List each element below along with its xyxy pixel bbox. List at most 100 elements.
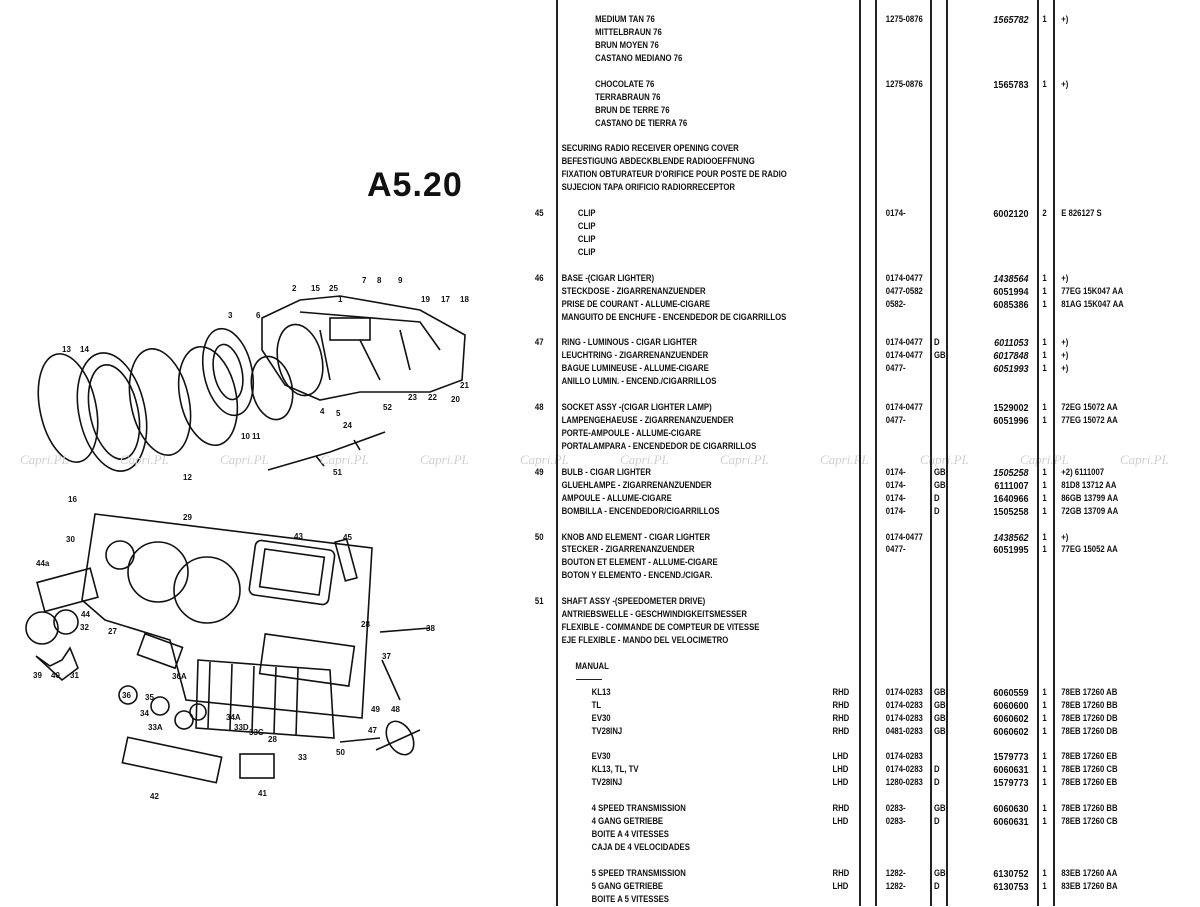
- callout-number: 44: [81, 610, 90, 619]
- cell-years: 0477-: [885, 544, 906, 555]
- callout-number: 12: [183, 473, 192, 482]
- column-divider: [946, 0, 948, 906]
- gauge: [212, 343, 244, 401]
- cell-desc: GLUEHLAMPE - ZIGARRENANZUENDER: [561, 479, 712, 490]
- cell-desc: BOUTON ET ELEMENT - ALLUME-CIGARE: [561, 557, 718, 568]
- callout-number: 8: [377, 276, 382, 285]
- callout-number: 19: [421, 295, 430, 304]
- cell-side: LHD: [832, 880, 849, 891]
- cell-desc: MEDIUM TAN 76: [595, 14, 655, 24]
- cell-country: D: [933, 764, 940, 775]
- cell-notes: +): [1061, 272, 1069, 283]
- cell-desc: 5 GANG GETRIEBE: [591, 880, 664, 891]
- callout-number: 34A: [226, 713, 241, 722]
- cell-country: GB: [933, 686, 946, 697]
- callout-number: 17: [441, 295, 450, 304]
- cell-desc: SOCKET ASSY -(CIGAR LIGHTER LAMP): [561, 402, 712, 413]
- cell-desc: PRISE DE COURANT - ALLUME-CIGARE: [561, 298, 711, 309]
- callout-number: 2: [292, 284, 297, 293]
- cell-qty: 1: [1042, 699, 1047, 710]
- cell-qty: 1: [1042, 350, 1047, 361]
- lens-ring: [177, 345, 239, 447]
- cell-qty: 1: [1042, 531, 1047, 542]
- callout-number: 29: [183, 513, 192, 522]
- cell-qty: 1: [1042, 492, 1047, 503]
- callout-number: 11: [252, 432, 261, 441]
- cell-desc: CLIP: [577, 233, 596, 244]
- cell-side: RHD: [832, 803, 850, 814]
- cell-part: 6060600: [993, 699, 1029, 712]
- cell-item: 45: [534, 208, 544, 219]
- cell-qty: 1: [1042, 272, 1047, 283]
- callout-number: 33A: [148, 723, 163, 732]
- spacer-row: [0, 790, 1200, 803]
- radio-bezel: [248, 539, 336, 606]
- cell-desc: ANILLO LUMIN. - ENCEND./CIGARRILLOS: [561, 376, 717, 387]
- cell-years: 0174-0477: [885, 531, 923, 542]
- cell-years: 0174-0477: [885, 272, 923, 283]
- callout-number: 24: [343, 421, 352, 430]
- cell-desc: BEFESTIGUNG ABDECKBLENDE RADIOOEFFNUNG: [561, 156, 755, 167]
- callout-number: 36A: [172, 672, 187, 681]
- heading-underline: [576, 679, 602, 681]
- table-row: CLIP: [0, 221, 1200, 234]
- cell-part: 6051996: [993, 415, 1029, 428]
- cell-notes: 86GB 13799 AA: [1061, 492, 1119, 503]
- cell-part: 1579773: [993, 777, 1029, 790]
- cell-country: GB: [933, 350, 946, 361]
- cell-notes: +): [1061, 14, 1069, 24]
- spacer-row: [0, 583, 1200, 596]
- cell-country: D: [933, 337, 940, 348]
- cell-qty: 1: [1042, 337, 1047, 348]
- dial-opening: [127, 541, 189, 603]
- watermark: Capri.PL: [20, 452, 69, 467]
- watermark: Capri.PL: [620, 452, 669, 467]
- cell-desc: TV28INJ: [591, 777, 623, 788]
- cell-country: GB: [933, 699, 946, 710]
- cell-side: RHD: [832, 699, 850, 710]
- table-row: BRUN DE TERRE 76: [0, 105, 1200, 118]
- cell-years: 0174-: [885, 479, 906, 490]
- callout-number: 48: [391, 705, 400, 714]
- speedo-cable: [267, 431, 386, 471]
- cell-side: RHD: [832, 686, 850, 697]
- cell-country: D: [933, 880, 940, 891]
- cell-desc: CLIP: [577, 221, 596, 231]
- cell-desc: CHOCOLATE 76: [595, 78, 655, 89]
- cell-country: D: [933, 505, 940, 516]
- cell-years: 0174-: [885, 208, 906, 219]
- cell-desc: BAGUE LUMINEUSE - ALLUME-CIGARE: [561, 363, 709, 374]
- cell-notes: 78EB 17260 AB: [1061, 686, 1118, 697]
- callout-number: 32: [80, 623, 89, 632]
- cell-qty: 1: [1042, 479, 1047, 490]
- table-row: ANTRIEBSWELLE - GESCHWINDIGKEITSMESSER: [0, 609, 1200, 622]
- callout-number: 18: [460, 295, 469, 304]
- callout-number: 44a: [36, 559, 50, 568]
- table-row: BOUTON ET ELEMENT - ALLUME-CIGARE: [0, 557, 1200, 570]
- callout-number: 5: [336, 409, 341, 418]
- cell-desc: KL13, TL, TV: [591, 764, 639, 775]
- cell-item: 51: [534, 596, 544, 607]
- cell-desc: 4 SPEED TRANSMISSION: [591, 803, 686, 814]
- cell-item: 47: [534, 337, 544, 348]
- cell-item: 50: [534, 531, 544, 542]
- cell-country: GB: [933, 466, 946, 477]
- cell-notes: +): [1061, 350, 1069, 361]
- cell-part: 6051995: [993, 544, 1029, 557]
- cell-years: 0174-: [885, 505, 906, 516]
- cell-desc: MITTELBRAUN 76: [595, 26, 662, 37]
- callout-number: 33: [298, 753, 307, 762]
- cell-years: 1282-: [885, 880, 906, 891]
- cell-side: LHD: [832, 751, 849, 762]
- cell-part: 1505258: [993, 466, 1029, 479]
- cell-qty: 1: [1042, 712, 1047, 723]
